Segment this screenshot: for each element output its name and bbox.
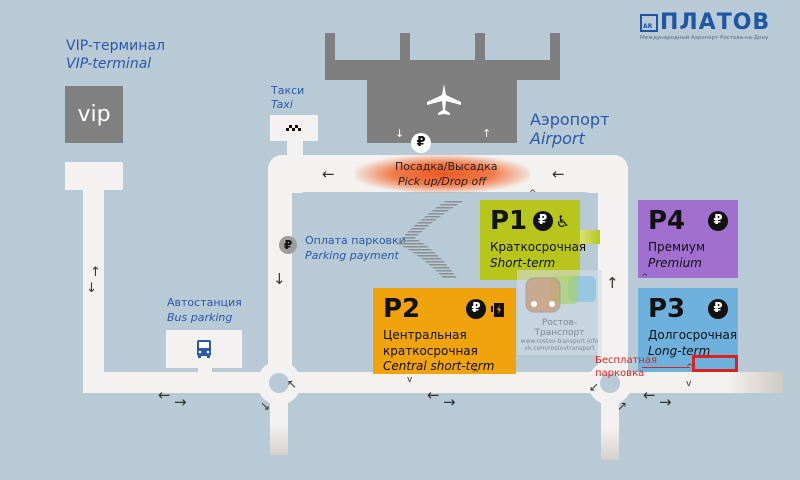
arrow-left-top-1: ← — [322, 165, 335, 183]
roundabout-left-arrow-se: ↘ — [260, 399, 271, 413]
watermark: Ростов-Транспорт www.rostov-transport.in… — [517, 270, 602, 355]
bus-title-ru: Автостанция — [167, 296, 242, 309]
wheelchair-icon: ♿ — [555, 211, 570, 231]
taxi-stand[interactable] — [270, 115, 318, 141]
taxi-title-ru: Такси — [271, 84, 305, 97]
parking-p3[interactable]: P3 ₽ Долгосрочная Long-term — [638, 288, 738, 372]
arrow-left-bottom-1: ← — [158, 386, 171, 404]
airport-exit-arrow: ↑ — [482, 127, 492, 140]
taxi-connector — [287, 138, 303, 158]
arrow-right-bottom-1: → — [174, 393, 187, 411]
pickup-zone — [355, 155, 530, 193]
exit-road-left — [270, 395, 288, 455]
parking-p3-code: P3 — [648, 294, 686, 324]
parking-p1-code: P1 — [490, 206, 528, 236]
arrow-up-vip: ↑ — [90, 265, 101, 280]
parking-p3-name-en: Long-term — [648, 343, 711, 358]
vip-label: vip — [77, 102, 111, 127]
arrow-down-vip: ↓ — [86, 281, 97, 296]
parking-p4-code: P4 — [648, 206, 686, 236]
p3-chevron-down: v — [686, 379, 692, 389]
airport-title-ru: Аэропорт — [530, 110, 610, 129]
parking-p1-name-en: Short-term — [490, 255, 556, 270]
free-parking-pointer — [642, 367, 690, 368]
parking-p2[interactable]: P2 ₽ Центральная краткосрочная Central s… — [373, 288, 516, 374]
roundabout-right-arrow-ne: ↗ — [617, 399, 628, 413]
arrow-right-bottom-2: → — [443, 393, 456, 411]
ruble-icon: ₽ — [708, 211, 728, 231]
parking-p1-name-ru: Краткосрочная — [490, 240, 587, 254]
logo-subtitle: Международный Аэропорт Ростова-на-Дону — [640, 35, 769, 41]
logo: AR ПЛАТОВ Международный Аэропорт Ростова… — [640, 12, 770, 41]
ruble-icon: ₽ — [532, 211, 553, 231]
parking-p4-name-en: Premium — [648, 255, 702, 270]
parking-p4-name-ru: Премиум — [648, 240, 706, 254]
bus-parking-box[interactable] — [166, 330, 242, 368]
bus-watermark-icon — [525, 276, 596, 313]
airplane-icon — [427, 84, 461, 115]
parking-p2-code: P2 — [383, 294, 421, 324]
logo-name: ПЛАТОВ — [660, 10, 771, 35]
bus-connector — [198, 365, 212, 375]
free-parking-highlight[interactable] — [692, 355, 738, 372]
taxi-checker-icon — [286, 125, 301, 131]
ev-charging-icon — [491, 303, 504, 317]
vip-road-vertical — [83, 185, 104, 393]
arrow-left-bottom-3: ← — [643, 386, 656, 404]
free-parking-label-2: парковка — [595, 368, 645, 379]
payment-icon: ₽ — [279, 236, 297, 254]
p2-entry-chevron: ^ — [472, 369, 480, 379]
bus-title-en: Bus parking — [167, 311, 233, 324]
free-parking-label-1: Бесплатная — [595, 355, 658, 366]
roundabout-left-arrow-nw: ↖ — [287, 377, 298, 391]
vip-title-en: VIP-terminal — [66, 56, 152, 72]
airport-building[interactable] — [320, 30, 570, 145]
vip-title-ru: VIP-терминал — [66, 38, 165, 54]
p1-entry-chevron: ^ — [529, 189, 537, 199]
parking-p4[interactable]: P4 ₽ Премиум Premium — [638, 200, 738, 278]
watermark-title: Ростов-Транспорт — [534, 318, 585, 338]
parking-p2-name-ru: Центральная краткосрочная — [383, 328, 478, 358]
ramp-stripes — [397, 200, 465, 278]
airport-payment-icon: ₽ — [411, 133, 431, 153]
arrow-up-right-loop: ↑ — [606, 274, 619, 292]
airport-title-en: Airport — [530, 129, 585, 148]
arrow-left-top-2: ← — [552, 165, 565, 183]
arrow-left-bottom-2: ← — [427, 386, 440, 404]
bus-icon — [197, 340, 211, 358]
upper-loop-left — [268, 155, 292, 385]
payment-title-ru: Оплата парковки — [305, 234, 406, 247]
p4-chevron-up: ^ — [641, 273, 649, 283]
parking-p2-name-en: Central short-term — [383, 359, 495, 374]
watermark-url1: www.rostov-transport.info — [520, 338, 599, 345]
p1-side-connector — [580, 230, 600, 244]
p3-chevron-up: ^ — [686, 363, 694, 373]
payment-title-en: Parking payment — [305, 249, 399, 262]
roundabout-right-island — [600, 373, 620, 393]
vip-terminal-box[interactable]: vip — [65, 86, 123, 143]
taxi-title-en: Taxi — [271, 98, 293, 111]
parking-p3-name-ru: Долгосрочная — [648, 328, 738, 342]
exit-road-right — [601, 395, 619, 460]
ruble-icon: ₽ — [708, 299, 728, 319]
arrow-down-left-loop: ↓ — [273, 270, 286, 288]
pickup-title-en: Pick up/Drop off — [398, 175, 487, 188]
pickup-title-ru: Посадка/Высадка — [395, 160, 498, 173]
arrow-right-bottom-3: → — [659, 393, 672, 411]
parking-p1[interactable]: P1 ₽ ♿ Краткосрочная Short-term — [480, 200, 587, 280]
upper-loop-right — [598, 155, 628, 385]
watermark-url2: vk.com/rostovtransport — [524, 345, 595, 352]
airport-entry-arrow: ↓ — [395, 127, 405, 140]
ruble-icon: ₽ — [466, 299, 486, 319]
roundabout-right-arrow-sw: ↙ — [589, 380, 600, 394]
p2-exit-chevron: v — [407, 375, 413, 385]
roundabout-left-island — [269, 373, 289, 393]
logo-mark: AR — [640, 14, 658, 32]
